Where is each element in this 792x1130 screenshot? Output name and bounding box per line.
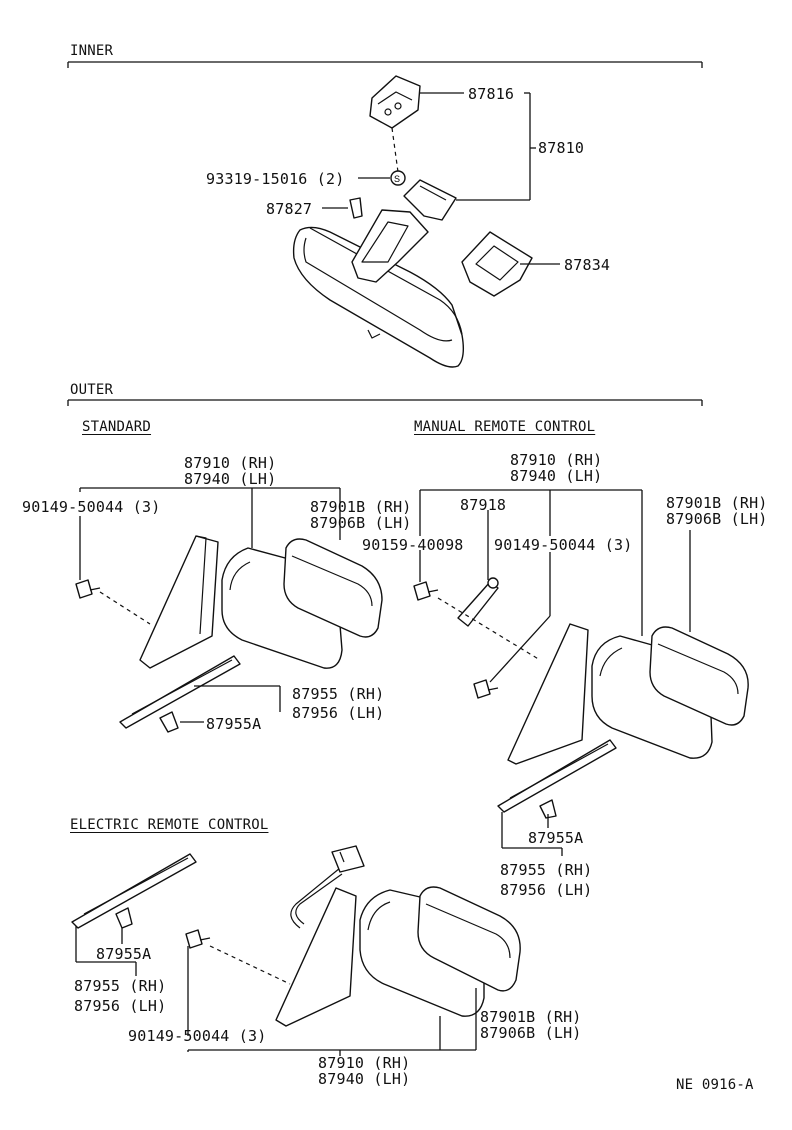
outer-section-rule [67, 399, 703, 406]
man-label-glass-lh: 87906B (LH) [666, 510, 768, 528]
std-label-bolt: 90149-50044 (3) [22, 498, 161, 516]
section-manual-remote: MANUAL REMOTE CONTROL [414, 419, 596, 435]
figure-code: NE 0916-A [676, 1077, 754, 1093]
section-inner: INNER [70, 43, 114, 59]
std-label-glass-lh: 87906B (LH) [310, 514, 412, 532]
std-label-cover-lh: 87956 (LH) [292, 704, 385, 722]
inner-mirror-assembly: S [292, 75, 560, 368]
man-label-lever: 87918 [460, 496, 507, 514]
ele-label-bolt: 90149-50044 (3) [128, 1027, 267, 1045]
ele-label-mirror-lh: 87940 (LH) [318, 1070, 411, 1088]
man-label-cover-lh: 87956 (LH) [500, 881, 593, 899]
ele-label-clip: 87955A [96, 945, 152, 963]
electric-mirror-assembly [71, 845, 521, 1056]
std-label-glass-rh: 87901B (RH) [310, 498, 412, 516]
standard-mirror-assembly [75, 487, 383, 733]
label-87810: 87810 [538, 139, 585, 157]
inner-section-rule [67, 61, 703, 68]
man-label-screw: 90159-40098 [362, 536, 464, 554]
man-label-mirror-rh: 87910 (RH) [510, 451, 603, 469]
std-label-clip: 87955A [206, 715, 262, 733]
ele-label-cover-rh: 87955 (RH) [74, 977, 167, 995]
ele-label-cover-lh: 87956 (LH) [74, 997, 167, 1015]
std-label-mirror-lh: 87940 (LH) [184, 470, 277, 488]
std-label-cover-rh: 87955 (RH) [292, 685, 385, 703]
section-outer: OUTER [70, 382, 114, 398]
man-label-bolt: 90149-50044 (3) [494, 536, 633, 554]
ele-label-glass-lh: 87906B (LH) [480, 1024, 582, 1042]
ele-label-mirror-rh: 87910 (RH) [318, 1054, 411, 1072]
manual-mirror-assembly [413, 489, 749, 856]
man-label-cover-rh: 87955 (RH) [500, 861, 593, 879]
man-label-mirror-lh: 87940 (LH) [510, 467, 603, 485]
man-label-glass-rh: 87901B (RH) [666, 494, 768, 512]
ele-label-glass-rh: 87901B (RH) [480, 1008, 582, 1026]
label-87834: 87834 [564, 256, 611, 274]
section-standard: STANDARD [82, 419, 152, 435]
label-87827: 87827 [266, 200, 313, 218]
s-mark-icon: S [394, 174, 400, 184]
man-label-clip: 87955A [528, 829, 584, 847]
std-label-mirror-rh: 87910 (RH) [184, 454, 277, 472]
section-electric-remote: ELECTRIC REMOTE CONTROL [70, 817, 269, 833]
label-93319-15016: 93319-15016 (2) [206, 170, 345, 188]
label-87816: 87816 [468, 85, 515, 103]
